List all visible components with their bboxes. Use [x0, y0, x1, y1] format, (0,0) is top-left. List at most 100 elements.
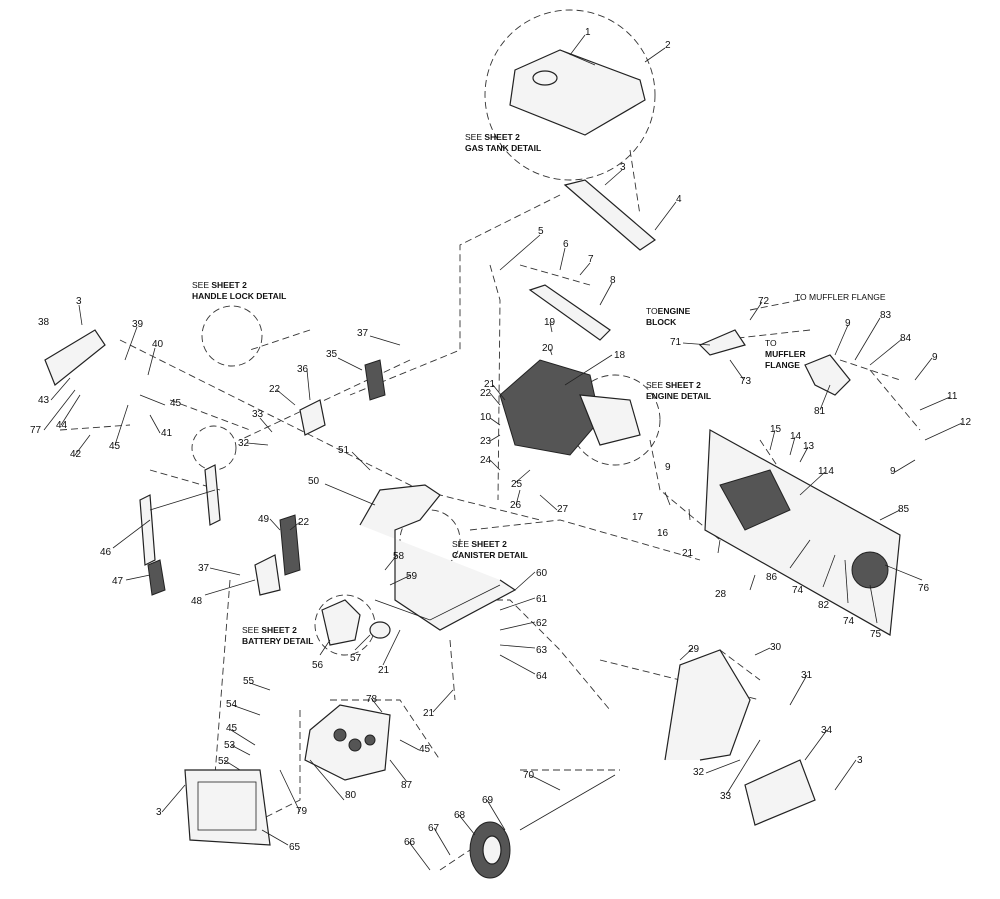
- callout-114: 114: [818, 466, 834, 477]
- callout-8: 8: [610, 275, 616, 286]
- callout-43: 43: [38, 395, 50, 406]
- callout-58: 58: [393, 551, 405, 562]
- callout-22: 22: [269, 384, 281, 395]
- callout-24: 24: [480, 455, 492, 466]
- callout-21: 21: [484, 379, 496, 390]
- callout-61: 61: [536, 594, 548, 605]
- callout-32: 32: [693, 767, 705, 778]
- callout-28: 28: [715, 589, 727, 600]
- engine: [499, 359, 641, 456]
- engine-bracket: [528, 284, 611, 341]
- callout-42: 42: [70, 449, 82, 460]
- wheel: [469, 821, 511, 879]
- note-handle-lock-line2: HANDLE LOCK DETAIL: [192, 291, 286, 301]
- callout-62: 62: [536, 618, 548, 629]
- callout-87: 87: [401, 780, 413, 791]
- callout-85: 85: [898, 504, 910, 515]
- callout-86: 86: [766, 572, 778, 583]
- handle-lock-detail-circle-2: [191, 425, 237, 471]
- callout-56: 56: [312, 660, 324, 671]
- callout-6: 6: [563, 239, 569, 250]
- callout-37: 37: [198, 563, 210, 574]
- callout-44: 44: [56, 420, 68, 431]
- callout-34: 34: [821, 725, 833, 736]
- callout-72: 72: [758, 296, 770, 307]
- callout-78: 78: [366, 694, 378, 705]
- callout-3: 3: [620, 162, 626, 173]
- callout-9: 9: [890, 466, 896, 477]
- callout-11: 11: [947, 391, 958, 402]
- callout-37: 37: [357, 328, 369, 339]
- callout-54: 54: [226, 699, 238, 710]
- callout-1: 1: [585, 27, 591, 38]
- callout-75: 75: [870, 629, 882, 640]
- callout-36: 36: [297, 364, 309, 375]
- handle-bracket-left: [299, 359, 386, 436]
- callout-81: 81: [814, 406, 826, 417]
- callout-9: 9: [665, 462, 671, 473]
- note-handle-lock-line1: SEE SHEET 2: [192, 280, 247, 290]
- callout-13: 13: [803, 441, 815, 452]
- callout-41: 41: [161, 428, 173, 439]
- callout-9: 9: [932, 352, 938, 363]
- handle-bracket-right: [254, 514, 301, 596]
- note-battery-line1: SEE SHEET 2: [242, 625, 297, 635]
- callout-20: 20: [542, 343, 554, 354]
- gas-tank-detail-circle: [484, 9, 656, 181]
- callout-73: 73: [740, 376, 752, 387]
- callout-45: 45: [419, 744, 431, 755]
- battery: [321, 599, 391, 646]
- note-canister-line2: CANISTER DETAIL: [452, 550, 528, 560]
- frame: [359, 484, 517, 631]
- callout-77: 77: [30, 425, 42, 436]
- callout-25: 25: [511, 479, 523, 490]
- callout-21: 21: [378, 665, 390, 676]
- callout-38: 38: [38, 317, 50, 328]
- note-engine-block-line2: BLOCK: [646, 317, 677, 327]
- callout-21: 21: [423, 708, 435, 719]
- lift-handle: [139, 464, 221, 596]
- callout-18: 18: [614, 350, 626, 361]
- callout-63: 63: [536, 645, 548, 656]
- callout-55: 55: [243, 676, 255, 687]
- callout-46: 46: [100, 547, 112, 558]
- callout-19: 19: [544, 317, 556, 328]
- callout-26: 26: [510, 500, 522, 511]
- callout-83: 83: [880, 310, 892, 321]
- engine-detail-circle: [569, 374, 661, 466]
- callout-67: 67: [428, 823, 440, 834]
- note-canister-line1: SEE SHEET 2: [452, 539, 507, 549]
- note-muffler-flange-2-line2: MUFFLER: [765, 349, 806, 359]
- callout-9: 9: [845, 318, 851, 329]
- callout-21: 21: [682, 548, 694, 559]
- wheel-handle: [664, 649, 751, 761]
- callout-10: 10: [480, 412, 492, 423]
- callout-84: 84: [900, 333, 912, 344]
- callout-3: 3: [156, 807, 162, 818]
- leader-lines: [43, 34, 963, 871]
- callout-80: 80: [345, 790, 357, 801]
- note-engine-block-line1: TOENGINE: [646, 306, 691, 316]
- callout-29: 29: [688, 644, 700, 655]
- note-gas-tank-line1: SEE SHEET 2: [465, 132, 520, 142]
- note-engine-line2: ENGINE DETAIL: [646, 391, 711, 401]
- callout-49: 49: [258, 514, 270, 525]
- callout-4: 4: [676, 194, 682, 205]
- callout-2: 2: [665, 40, 671, 51]
- callout-numbers: 1 2 3 4 5 6 7 8 3 38 39 40 43 77 44 42 4…: [30, 27, 972, 853]
- callout-45: 45: [170, 398, 182, 409]
- callout-59: 59: [406, 571, 418, 582]
- callout-45: 45: [226, 723, 238, 734]
- callout-71: 71: [670, 337, 682, 348]
- callout-57: 57: [350, 653, 362, 664]
- callout-22: 22: [480, 388, 492, 399]
- callout-14: 14: [790, 431, 802, 442]
- tank-bracket: [563, 179, 656, 251]
- callout-52: 52: [218, 756, 230, 767]
- callout-69: 69: [482, 795, 494, 806]
- callout-70: 70: [523, 770, 535, 781]
- callout-40: 40: [152, 339, 164, 350]
- callout-60: 60: [536, 568, 548, 579]
- muffler-bracket: [698, 329, 746, 356]
